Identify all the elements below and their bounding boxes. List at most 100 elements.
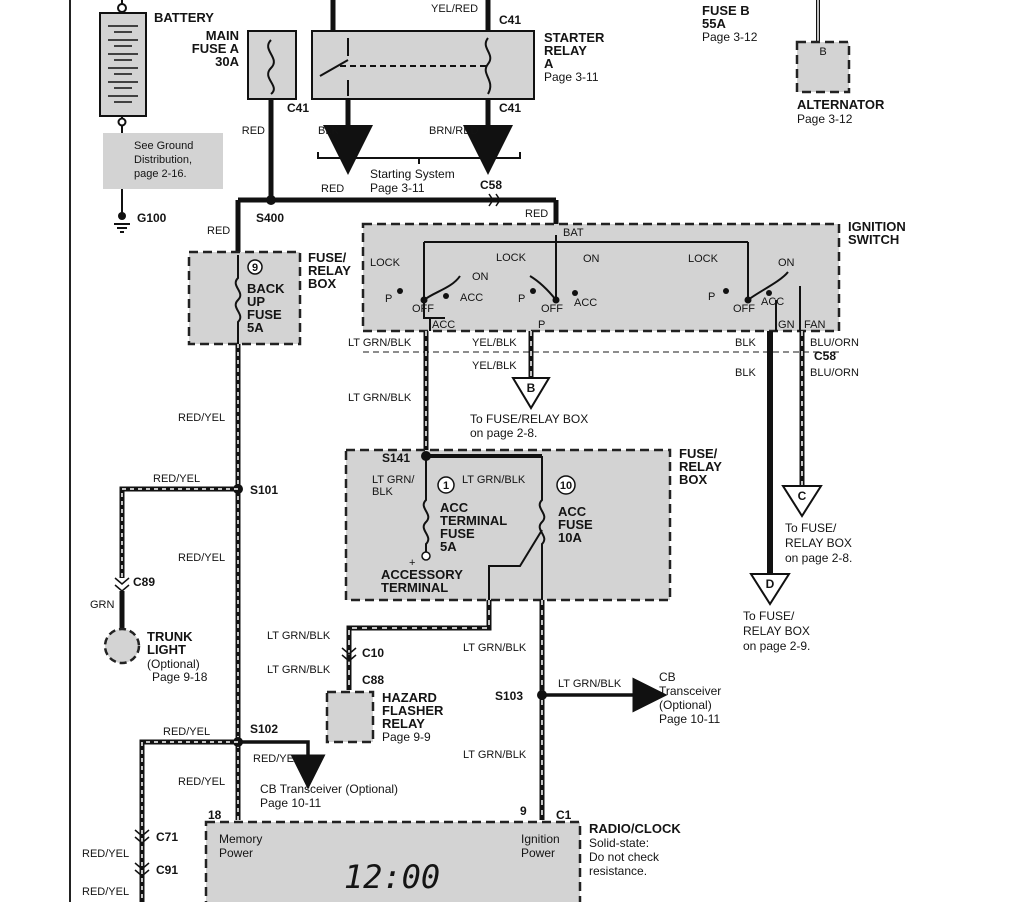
- offpage-c-letter: C: [798, 489, 807, 503]
- acc-label-4: ACC: [761, 296, 784, 308]
- starter-relay-line2: RELAY: [544, 43, 587, 58]
- trunk-light-line3: (Optional): [147, 657, 200, 671]
- back-up-fuse-number-badge: [247, 259, 263, 275]
- starter-relay-line3: A: [544, 56, 554, 71]
- yel-red-label: YEL/RED: [431, 3, 478, 15]
- yel-blk-label-2: YEL/BLK: [472, 360, 517, 372]
- p-label-2: P: [518, 293, 525, 305]
- acc-terminal-fuse-number: 1: [443, 480, 449, 492]
- blu-orn-label-2: BLU/ORN: [810, 367, 859, 379]
- back-up-fuse-line1: BACK: [247, 281, 285, 296]
- yel-blk-label-1: YEL/BLK: [472, 337, 517, 349]
- red-yel-label-3: RED/YEL: [178, 776, 225, 788]
- acc-fuse-line1: ACC: [558, 504, 587, 519]
- lt-grn-blk-label-1: LT GRN/BLK: [348, 337, 412, 349]
- grn-label: GRN: [90, 599, 115, 611]
- back-up-fuse-line2: UP: [247, 294, 265, 309]
- alternator-page: Page 3-12: [797, 112, 853, 126]
- c91-label: C91: [156, 863, 178, 877]
- acc-terminal-fuse-line4: 5A: [440, 539, 457, 554]
- acc-terminal-fuse-line1: ACC: [440, 500, 469, 515]
- blk-label-starter: BLK: [318, 125, 339, 137]
- lt-grn-blk-label-4: LT GRN/BLK: [267, 630, 331, 642]
- c71-connector: [134, 829, 150, 844]
- lock-label-3: LOCK: [688, 253, 719, 265]
- hazard-page: Page 9-9: [382, 730, 431, 744]
- trunk-light-bulb: [103, 627, 141, 665]
- radio-clock-title: RADIO/CLOCK: [589, 821, 681, 836]
- accessory-terminal-line1: ACCESSORY: [381, 567, 463, 582]
- acc-label-3: ACC: [574, 297, 597, 309]
- offpage-d-line3: on page 2-9.: [743, 639, 810, 653]
- main-fuse-a-line3: 30A: [215, 54, 239, 69]
- blk-label-ign-2: BLK: [735, 367, 756, 379]
- fuse-b-line2: 55A: [702, 16, 726, 31]
- acc-fuse-number: 10: [560, 480, 572, 492]
- offpage-c-line3: on page 2-8.: [785, 551, 852, 565]
- cb-bottom-line1: CB Transceiver (Optional): [260, 782, 398, 796]
- lt-grn-blk-label-5: LT GRN/BLK: [267, 664, 331, 676]
- acc-fuse-number-badge: [556, 475, 576, 495]
- clock-display: 12:00: [344, 858, 440, 896]
- lt-grn-blk-label-2: LT GRN/BLK: [348, 392, 412, 404]
- s103-label: S103: [495, 689, 523, 703]
- pin-18-label: 18: [208, 808, 222, 822]
- back-up-fuse-line3: FUSE: [247, 307, 282, 322]
- alternator-box: [795, 40, 851, 94]
- red-yel-label-7: RED/YEL: [82, 848, 129, 860]
- fuse-relay-box-mid-line1: FUSE/: [679, 446, 718, 461]
- c88-label: C88: [362, 673, 384, 687]
- trunk-light-line4: Page 9-18: [152, 670, 208, 684]
- battery-symbol: [99, 0, 147, 233]
- fuse-relay-box-mid: [344, 448, 672, 602]
- starting-system-bracket: [317, 152, 521, 164]
- red-yel-label-5: RED/YEL: [163, 726, 210, 738]
- starter-relay-page: Page 3-11: [544, 70, 599, 84]
- ignition-switch-line1: IGNITION: [848, 219, 906, 234]
- lock-label-1: LOCK: [370, 257, 401, 269]
- ground-note-line1: See Ground: [134, 140, 193, 152]
- starter-relay-line1: STARTER: [544, 30, 605, 45]
- radio-clock-line3: Do not check: [589, 850, 660, 864]
- p-label-1: P: [385, 293, 392, 305]
- ignition-switch-contacts: [397, 288, 772, 304]
- back-up-fuse-element: [234, 255, 242, 344]
- starting-system-line2: Page 3-11: [370, 181, 425, 195]
- acc-label-1: ACC: [460, 292, 483, 304]
- trunk-light-line2: LIGHT: [147, 642, 186, 657]
- hazard-flasher-relay-box: [325, 690, 375, 744]
- c58-label-2: C58: [814, 349, 836, 363]
- wire-red-yel-trunk: [119, 486, 238, 578]
- red-label-4: RED: [525, 208, 548, 220]
- c10-connector: [341, 647, 357, 662]
- s141-label: S141: [382, 451, 410, 465]
- pin-9-label: 9: [520, 804, 527, 818]
- accessory-terminal-plus: +: [409, 557, 415, 569]
- wire-red-yel-s102: [139, 739, 326, 902]
- p-label-3: P: [538, 319, 545, 331]
- red-yel-label-4: RED/YEL: [153, 473, 200, 485]
- offpage-b-letter: B: [527, 381, 536, 395]
- ignition-switch-line2: SWITCH: [848, 232, 899, 247]
- ignition-power-line1: Ignition: [521, 832, 560, 846]
- off-label-3: OFF: [733, 303, 755, 315]
- main-fuse-a-line1: MAIN: [206, 28, 239, 43]
- cb-right-line1: CB: [659, 670, 676, 684]
- trunk-light-line1: TRUNK: [147, 629, 193, 644]
- radio-clock-line2: Solid-state:: [589, 836, 649, 850]
- lt-grn-blk-label-8: LT GRN/BLK: [463, 749, 527, 761]
- alternator-label: ALTERNATOR: [797, 97, 885, 112]
- fuse-b-page: Page 3-12: [702, 30, 758, 44]
- bat-label: BAT: [563, 227, 584, 239]
- back-up-fuse-line4: 5A: [247, 320, 264, 335]
- ground-note-line2: Distribution,: [134, 154, 192, 166]
- red-yel-label-8: RED/YEL: [82, 886, 129, 898]
- p-label-4: P: [708, 291, 715, 303]
- cb-right-line2: Transceiver: [659, 684, 721, 698]
- ignition-power-line2: Power: [521, 846, 555, 860]
- starting-system-line1: Starting System: [370, 167, 455, 181]
- radio-clock-box: [204, 820, 582, 902]
- memory-power-line2: Power: [219, 846, 253, 860]
- red-label-3: RED: [321, 183, 344, 195]
- main-fuse-a-line2: FUSE A: [192, 41, 240, 56]
